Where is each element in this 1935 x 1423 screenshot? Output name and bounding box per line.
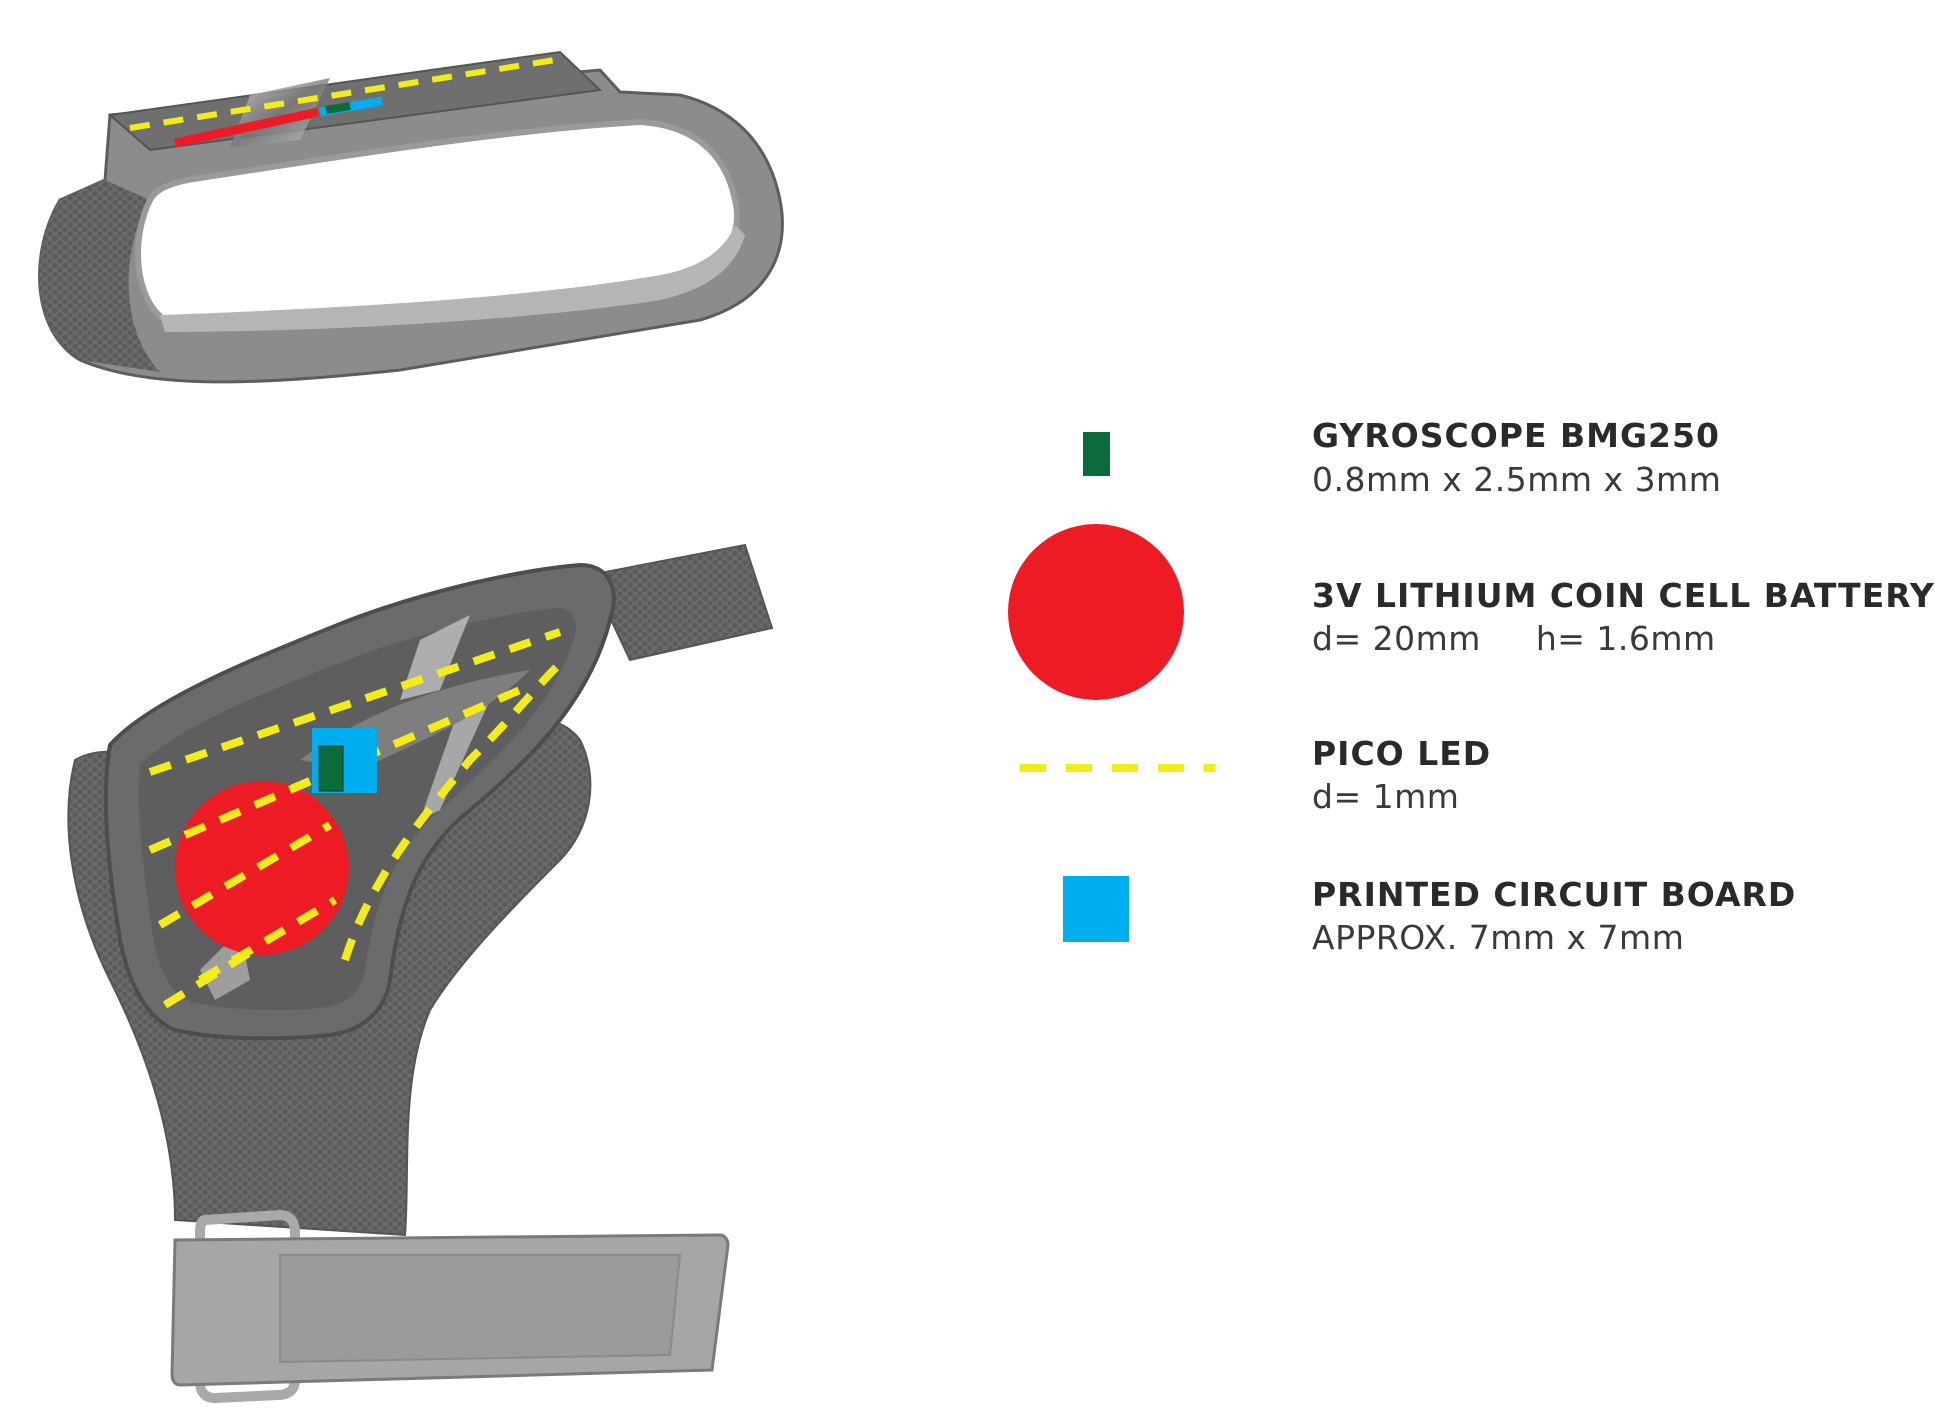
legend-spec-gyroscope: 0.8mm x 2.5mm x 3mm [1312, 460, 1722, 499]
legend-title-gyroscope: GYROSCOPE BMG250 [1312, 416, 1720, 455]
gyroscope-swatch-icon [1083, 432, 1110, 476]
legend-spec-pcb: APPROX. 7mm x 7mm [1312, 918, 1685, 957]
top-led-line [129, 57, 556, 131]
band-lining [160, 225, 745, 332]
brace-led-line [341, 656, 568, 962]
brace-led-line [148, 628, 562, 776]
battery-swatch-icon [1008, 524, 1184, 700]
brace-led-line [157, 821, 333, 929]
legend-spec-battery: d= 20mm h= 1.6mm [1312, 619, 1716, 658]
hand-brace-view [67, 543, 774, 1404]
legend-title-pcb: PRINTED CIRCUIT BOARD [1312, 875, 1797, 914]
legend-title-led: PICO LED [1312, 734, 1492, 773]
top-gyroscope [325, 102, 351, 114]
band-top-panel [107, 50, 603, 152]
wristband-top-view [38, 50, 784, 384]
legend-spec-led: d= 1mm [1312, 777, 1460, 816]
velcro-patch [279, 1254, 682, 1364]
legend-title-battery: 3V LITHIUM COIN CELL BATTERY [1312, 576, 1935, 615]
buckle-ring [195, 1209, 300, 1404]
brace-strap-top [588, 543, 774, 662]
pcb-swatch-icon [1063, 876, 1129, 942]
band-panel-shine [230, 78, 330, 148]
band-mesh-left [39, 180, 161, 372]
brace-shine-2 [420, 700, 490, 820]
brace-gyroscope [318, 745, 344, 792]
top-battery-strip [174, 107, 319, 148]
brace-led-line [197, 896, 338, 984]
